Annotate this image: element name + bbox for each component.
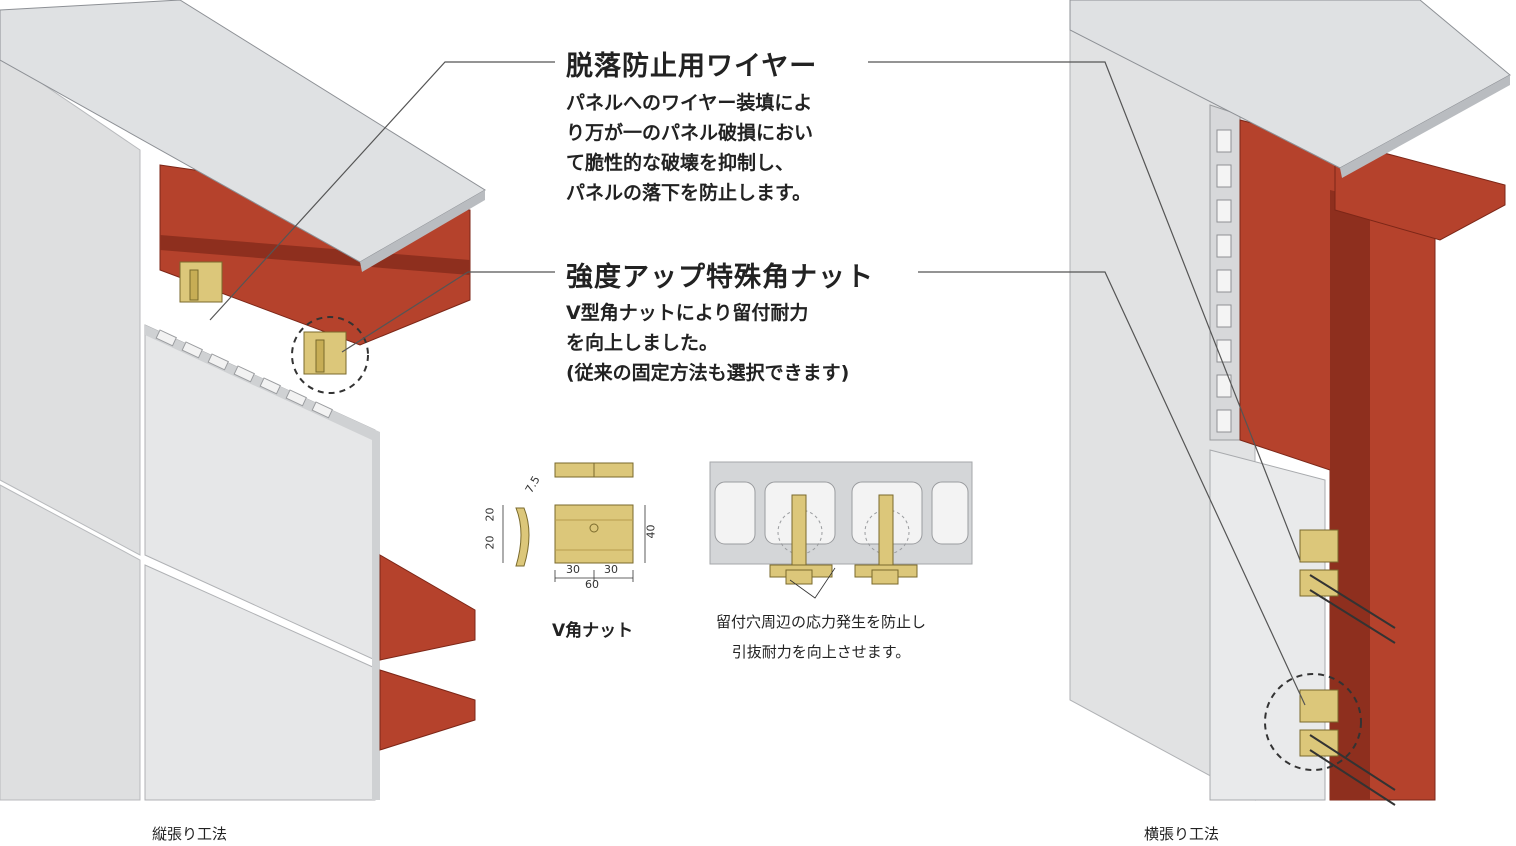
wire-callout-title: 脱落防止用ワイヤー <box>566 51 818 82</box>
nut-callout-title: 強度アップ特殊角ナット <box>566 262 874 293</box>
caption-vertical-method: 縦張り工法 <box>152 825 228 843</box>
dim-height: 40 <box>644 524 658 539</box>
nut-highlight-circle-left <box>291 316 369 394</box>
panel-section-detail <box>709 461 973 599</box>
left-panel-upper <box>0 54 141 556</box>
caption-horizontal-method: 横張り工法 <box>1144 825 1220 843</box>
left-panel-lower <box>0 484 141 801</box>
right-panel-slots <box>1216 129 1232 433</box>
nut-highlight-circle-right <box>1264 673 1362 771</box>
horizontal-installation-illustration <box>1069 0 1511 806</box>
top-cover-edge <box>360 190 485 272</box>
right-top-cover-edge <box>1340 75 1510 178</box>
wire-callout-body: パネルへのワイヤー装填によ り万が一のパネル破損におい て脆性的な破壊を抑制し、… <box>566 92 814 204</box>
dim-top-b: 20 <box>483 535 497 550</box>
upper-beam-flange <box>160 235 470 275</box>
steel-column-shade <box>1330 190 1370 800</box>
nut-side-profile <box>515 507 530 567</box>
v-nut-label: V角ナット <box>552 621 634 641</box>
leader-lines <box>209 61 1306 706</box>
lower-steel-beam-2 <box>379 669 476 751</box>
dim-right: 30 <box>604 563 618 576</box>
dim-left: 30 <box>566 563 580 576</box>
dim-top-a: 20 <box>483 507 497 522</box>
brass-fasteners-right <box>1299 529 1339 757</box>
panel-hollow-cores <box>155 329 333 419</box>
v-nut-detail <box>502 462 646 582</box>
brass-fasteners-left <box>179 261 347 375</box>
dim-width: 60 <box>585 578 599 591</box>
nut-callout-body: V型角ナットにより留付耐力 を向上しました。 (従来の固定方法も選択できます) <box>566 302 850 384</box>
nut-front-view <box>554 504 634 564</box>
section-detail-note: 留付穴周辺の応力発生を防止し 引抜耐力を向上させます。 <box>716 613 927 661</box>
right-wires <box>1309 574 1396 806</box>
lower-steel-beam-1 <box>379 554 476 661</box>
vertical-installation-illustration <box>0 0 486 801</box>
steel-bracket <box>1334 139 1506 241</box>
